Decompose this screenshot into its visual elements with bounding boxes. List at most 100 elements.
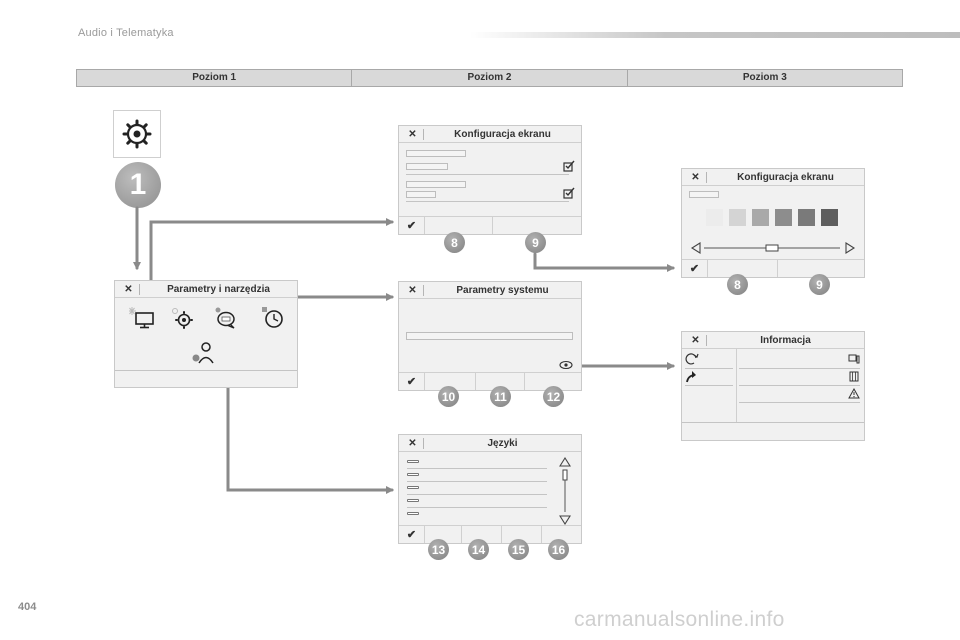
close-icon[interactable]: ✕ <box>685 171 707 183</box>
footer-button[interactable] <box>502 526 542 543</box>
language-item[interactable] <box>407 473 419 476</box>
color-swatch[interactable] <box>729 209 746 226</box>
divider <box>685 368 733 369</box>
language-item[interactable] <box>407 512 419 515</box>
close-icon[interactable]: ✕ <box>118 283 140 295</box>
step-badge: 11 <box>490 386 511 407</box>
divider <box>407 494 547 495</box>
scroll-up-icon[interactable] <box>559 456 571 467</box>
divider <box>407 481 547 482</box>
panel-screen-config-l3: ✕ Konfiguracja ekranu ✔ <box>681 168 865 278</box>
scroll-down-icon[interactable] <box>559 515 571 526</box>
color-swatch[interactable] <box>821 209 838 226</box>
divider <box>406 174 569 175</box>
panel-screen-config: ✕ Konfiguracja ekranu ✔ <box>398 125 582 235</box>
panel-languages: ✕ Języki ✔ <box>398 434 582 544</box>
confirm-icon[interactable]: ✔ <box>399 373 425 390</box>
device-icon[interactable] <box>848 354 860 364</box>
footer-button[interactable] <box>708 260 778 277</box>
panel-params-tools: ✕ Parametry i narzędzia <box>114 280 298 388</box>
footer-button[interactable] <box>425 526 462 543</box>
level-2-header: Poziom 2 <box>352 70 628 86</box>
slider-right-icon[interactable] <box>845 242 856 254</box>
page-number: 404 <box>18 601 37 613</box>
footer-button[interactable] <box>462 526 502 543</box>
settings-tile[interactable] <box>113 110 161 158</box>
panel-footer: ✔ <box>682 259 864 277</box>
option-bar[interactable] <box>406 150 466 157</box>
brightness-slider[interactable] <box>690 241 858 255</box>
color-swatch[interactable] <box>706 209 723 226</box>
edit-checkbox-icon[interactable] <box>563 160 575 172</box>
divider <box>739 385 860 386</box>
slider-left-icon[interactable] <box>690 242 701 254</box>
step-badge: 15 <box>508 539 529 560</box>
footer-button[interactable] <box>425 217 493 234</box>
divider <box>736 349 737 422</box>
close-icon[interactable]: ✕ <box>402 284 424 296</box>
divider <box>407 507 547 508</box>
panel-title: Konfiguracja ekranu <box>454 128 551 140</box>
close-icon[interactable]: ✕ <box>402 437 424 449</box>
step-badge: 16 <box>548 539 569 560</box>
step-badge: 12 <box>543 386 564 407</box>
confirm-icon[interactable]: ✔ <box>399 526 425 543</box>
edit-checkbox-icon[interactable] <box>563 187 575 199</box>
confirm-icon[interactable]: ✔ <box>682 260 708 277</box>
divider <box>115 370 297 371</box>
step-badge: 9 <box>809 274 830 295</box>
warning-icon[interactable] <box>848 388 860 399</box>
scrollbar[interactable] <box>558 456 572 526</box>
option-bar[interactable] <box>406 191 436 198</box>
language-item[interactable] <box>407 486 419 489</box>
refresh-icon[interactable] <box>685 352 699 366</box>
storage-icon[interactable] <box>849 371 859 382</box>
step-badge: 10 <box>438 386 459 407</box>
panel-information: ✕ Informacja <box>681 331 865 441</box>
option-bar[interactable] <box>406 332 573 340</box>
panel-title-bar: ✕ Konfiguracja ekranu <box>682 169 864 186</box>
divider <box>407 468 547 469</box>
divider <box>406 201 569 202</box>
confirm-icon[interactable]: ✔ <box>399 217 425 234</box>
panel-title: Konfiguracja ekranu <box>737 171 834 183</box>
divider <box>739 402 860 403</box>
arrow-to-screen-config <box>149 218 394 298</box>
header-rule <box>470 32 960 38</box>
level-3-header: Poziom 3 <box>742 72 787 83</box>
close-icon[interactable]: ✕ <box>402 128 424 140</box>
clock-icon[interactable] <box>261 307 285 329</box>
scroll-thumb[interactable] <box>562 469 568 481</box>
option-bar[interactable] <box>406 163 448 170</box>
system-settings-icon[interactable] <box>171 307 195 329</box>
gear-icon <box>122 119 152 149</box>
color-swatch[interactable] <box>752 209 769 226</box>
back-arrow-icon[interactable] <box>685 370 699 384</box>
close-icon[interactable]: ✕ <box>685 334 707 346</box>
eye-icon[interactable] <box>559 360 573 370</box>
divider <box>682 422 864 423</box>
help-icon[interactable] <box>191 339 217 365</box>
panel-footer: ✔ <box>399 372 581 390</box>
step-badge: 13 <box>428 539 449 560</box>
footer-button[interactable] <box>476 373 525 390</box>
option-bar[interactable] <box>406 181 466 188</box>
step-badge: 9 <box>525 232 546 253</box>
language-item[interactable] <box>407 460 419 463</box>
slider-thumb[interactable] <box>765 244 779 252</box>
level-bar: Poziom 1 Poziom 2 Poziom 3 <box>76 69 903 87</box>
panel-title: Informacja <box>760 334 811 346</box>
step-badge: 14 <box>468 539 489 560</box>
step-badge: 8 <box>727 274 748 295</box>
panel-title-bar: ✕ Konfiguracja ekranu <box>399 126 581 143</box>
language-icon[interactable] <box>213 307 239 329</box>
color-swatch[interactable] <box>775 209 792 226</box>
color-swatch[interactable] <box>798 209 815 226</box>
display-icon[interactable] <box>129 307 155 329</box>
step-badge-1: 1 <box>115 162 161 208</box>
footer-button[interactable] <box>425 373 476 390</box>
language-item[interactable] <box>407 499 419 502</box>
watermark: carmanualsonline.info <box>574 608 785 631</box>
option-bar[interactable] <box>689 191 719 198</box>
panel-title-bar: ✕ Parametry i narzędzia <box>115 281 297 298</box>
